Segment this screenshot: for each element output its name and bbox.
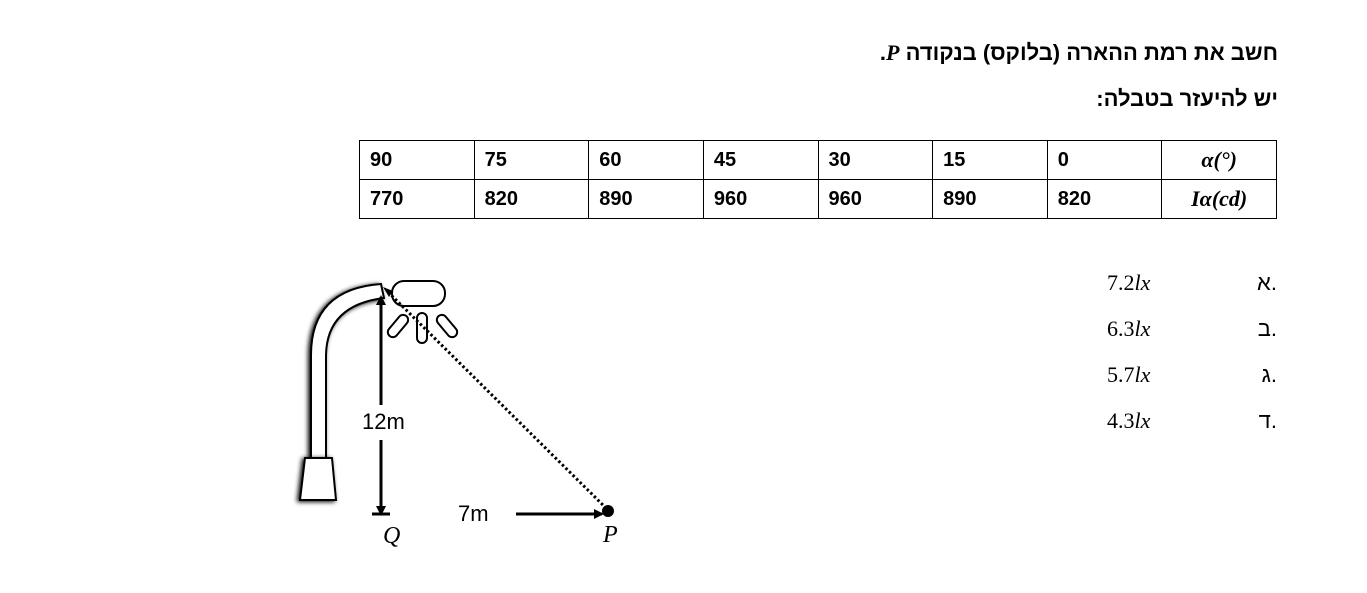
option-letter: ג. (1261, 362, 1277, 387)
light-path-dotted (386, 290, 609, 511)
intensity-table: 90 75 60 45 30 15 0 α(°) 770 820 890 960… (359, 140, 1277, 219)
light-rays-icon (386, 312, 459, 344)
question-line-2: יש להיעזר בטבלה: (1096, 86, 1278, 111)
intensity-cell: 770 (359, 179, 475, 219)
option-letter: ב. (1257, 316, 1277, 341)
angle-cell: 30 (817, 140, 934, 180)
intensity-cell: 820 (1046, 179, 1163, 219)
option-value: 7.2lx (1107, 270, 1151, 295)
point-p-dot (602, 505, 614, 517)
point-symbol: P (886, 40, 900, 65)
option-letter: א. (1257, 270, 1277, 295)
lamp-base (298, 457, 338, 501)
question-line-1: חשב את רמת ההארה (בלוקס) בנקודה P. (880, 40, 1278, 66)
angle-cell: 60 (588, 140, 704, 180)
angle-cell: 90 (359, 140, 475, 180)
point-p-label: P (602, 522, 618, 548)
intensity-cell: 890 (588, 179, 704, 219)
angle-cell: 45 (702, 140, 819, 180)
intensity-cell: 890 (932, 179, 1048, 219)
option-value: 4.3lx (1107, 408, 1151, 433)
option-value: 6.3lx (1107, 316, 1151, 341)
answer-option-d[interactable]: ד. 4.3lx (1097, 408, 1277, 438)
answer-option-c[interactable]: ג. 5.7lx (1097, 362, 1277, 392)
intensity-cell: 960 (817, 179, 934, 219)
option-letter: ד. (1258, 408, 1277, 433)
intensity-row: 770 820 890 960 960 890 820 Iα(cd) (359, 179, 1277, 219)
intensity-cell: 820 (473, 179, 590, 219)
question-period: . (879, 40, 887, 65)
lamp-pole (310, 282, 386, 461)
point-q-label: Q (383, 523, 400, 549)
lamp-head (391, 280, 446, 307)
distance-label: 7m (458, 501, 489, 526)
answer-option-b[interactable]: ב. 6.3lx (1097, 316, 1277, 346)
answer-option-a[interactable]: א. 7.2lx (1097, 270, 1277, 300)
question-text: חשב את רמת ההארה (בלוקס) בנקודה (905, 40, 1278, 65)
light-path-arrowhead (383, 287, 393, 297)
intensity-header: Iα(cd) (1161, 179, 1277, 219)
height-label: 12m (362, 409, 405, 434)
option-value: 5.7lx (1107, 362, 1151, 387)
